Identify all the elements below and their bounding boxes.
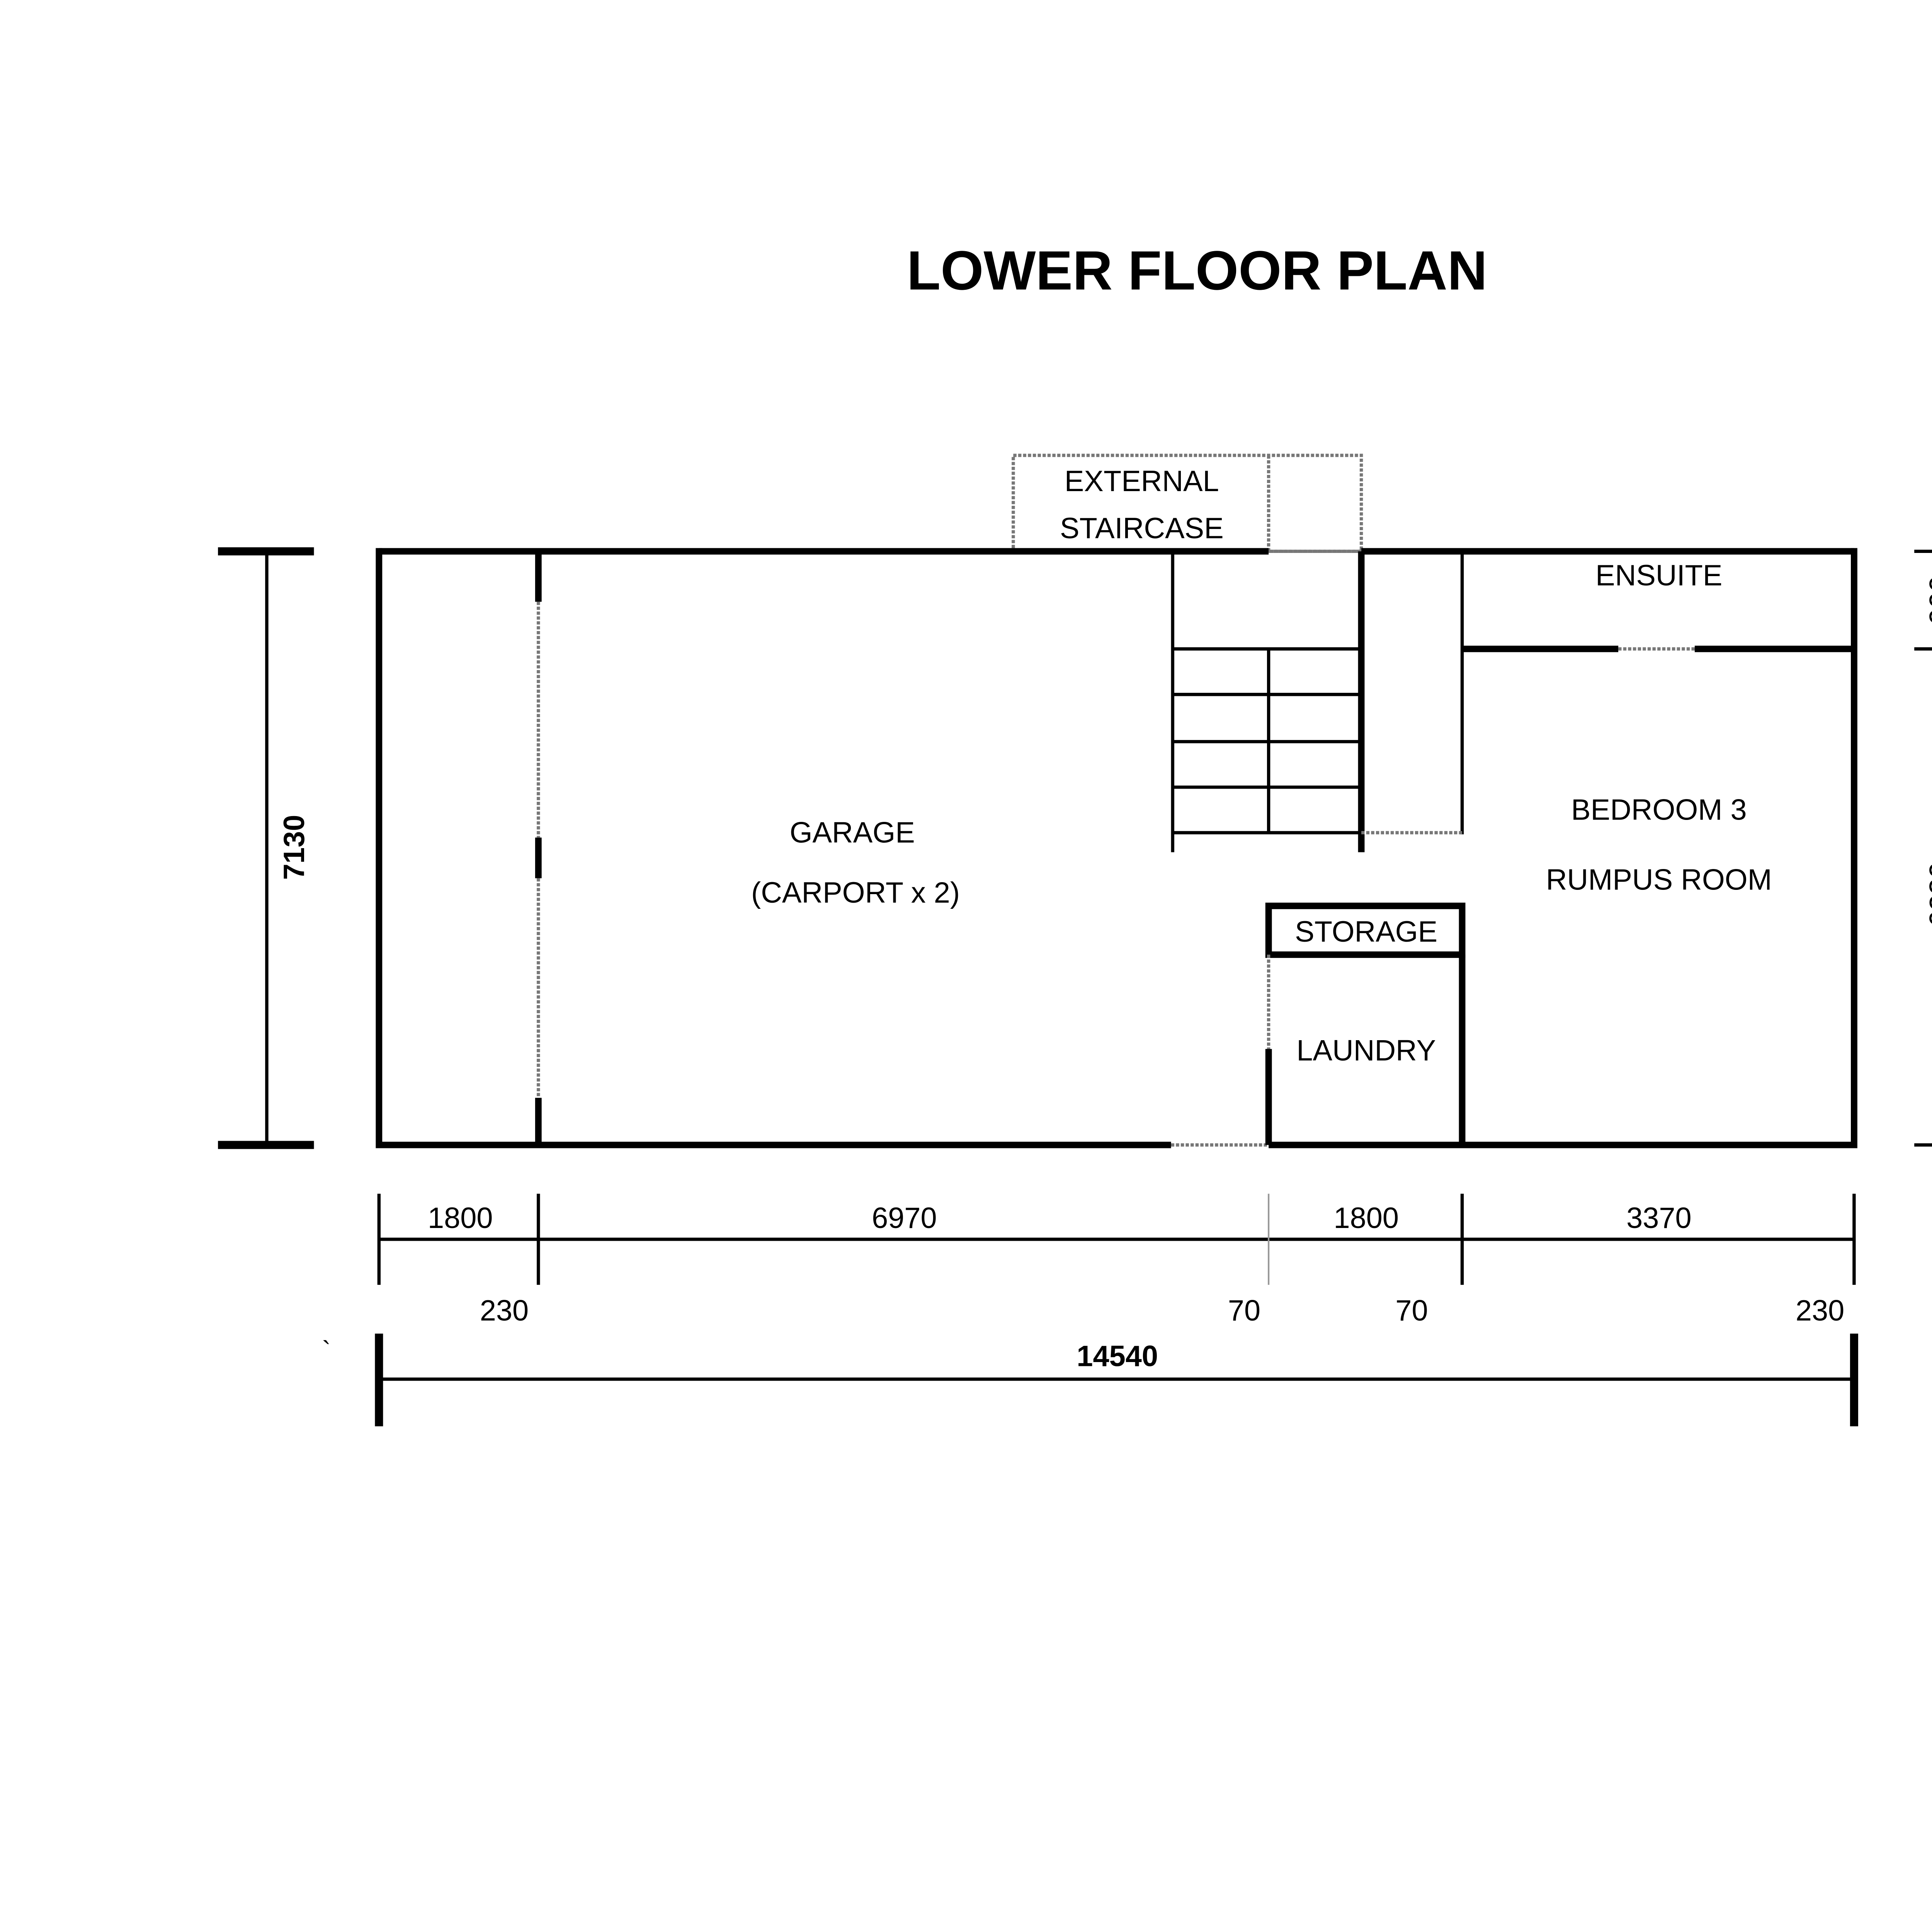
stray-mark: ` [322, 1337, 331, 1366]
dim-1800-right: 1800 [1333, 1202, 1399, 1235]
floor-plan: LOWER FLOOR PLAN EXTERNAL STAIRCASE [218, 240, 1932, 1427]
outer-walls [376, 548, 1857, 1148]
plan-title: LOWER FLOOR PLAN [907, 240, 1487, 301]
dim-6970: 6970 [872, 1202, 937, 1235]
dim-1800-left: 1800 [428, 1202, 493, 1235]
ensuite-walls [1361, 551, 1854, 835]
bedroom-label: BEDROOM 3 [1571, 793, 1747, 826]
external-staircase-label-2: STAIRCASE [1060, 512, 1224, 545]
external-staircase: EXTERNAL STAIRCASE [1012, 454, 1363, 553]
dim-right-900: 900 [1924, 576, 1932, 624]
laundry-label: LAUNDRY [1296, 1034, 1436, 1067]
dim-right-6230: 6230 [1924, 862, 1932, 927]
garage-label: GARAGE [790, 816, 915, 849]
right-dimensions: 900 230 6230 230 [1914, 549, 1932, 1147]
dim-wall-70-left: 70 [1228, 1294, 1260, 1327]
dim-wall-230-left: 230 [480, 1294, 529, 1327]
storage-label: STORAGE [1295, 915, 1437, 948]
external-staircase-label-1: EXTERNAL [1065, 465, 1219, 498]
storage-laundry-walls [1265, 902, 1466, 1145]
dim-3370: 3370 [1626, 1202, 1692, 1235]
rumpus-label: RUMPUS ROOM [1546, 863, 1772, 896]
depth-value: 7130 [278, 815, 311, 880]
ensuite-label: ENSUITE [1595, 559, 1722, 592]
garage-sublabel: (CARPORT x 2) [751, 876, 960, 909]
dim-wall-70-right: 70 [1395, 1294, 1428, 1327]
dim-wall-230-right: 230 [1796, 1294, 1844, 1327]
bottom-dimensions: 1800 6970 1800 3370 230 70 70 230 ` 1454… [322, 1194, 1858, 1427]
depth-dimension: 7130 [218, 547, 314, 1149]
internal-stair [1171, 551, 1365, 852]
overall-width: 14540 [1077, 1340, 1158, 1373]
